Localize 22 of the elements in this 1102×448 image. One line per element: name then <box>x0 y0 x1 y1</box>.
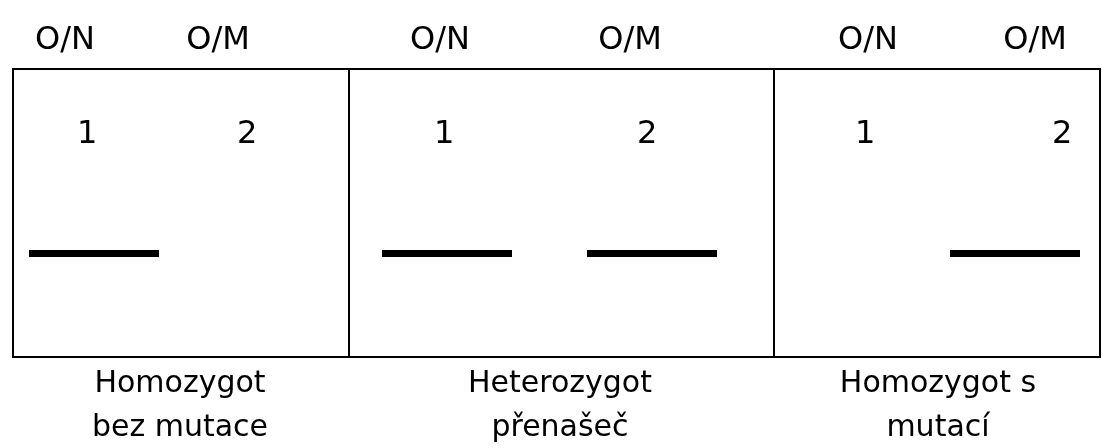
gel-panel <box>12 68 350 358</box>
lane-label: O/N <box>410 20 470 56</box>
genotype-caption: Heterozygot přenašeč <box>467 363 653 445</box>
lane-number: 2 <box>637 114 658 150</box>
lane-label: O/N <box>838 20 898 56</box>
gel-band <box>950 250 1080 257</box>
gel-panel <box>348 68 775 358</box>
gel-band <box>587 250 717 257</box>
genotype-caption: Homozygot bez mutace <box>90 363 270 445</box>
lane-label: O/M <box>186 20 250 56</box>
lane-label: O/M <box>598 20 662 56</box>
genotype-caption: Homozygot s mutací <box>838 363 1038 445</box>
gel-panel <box>773 68 1101 358</box>
gel-band <box>29 250 159 257</box>
lane-number: 2 <box>237 114 258 150</box>
lane-label: O/M <box>1003 20 1067 56</box>
lane-number: 1 <box>434 114 455 150</box>
lane-number: 1 <box>77 114 98 150</box>
lane-number: 1 <box>855 114 876 150</box>
lane-label: O/N <box>35 20 95 56</box>
gel-band <box>382 250 512 257</box>
lane-number: 2 <box>1052 114 1073 150</box>
